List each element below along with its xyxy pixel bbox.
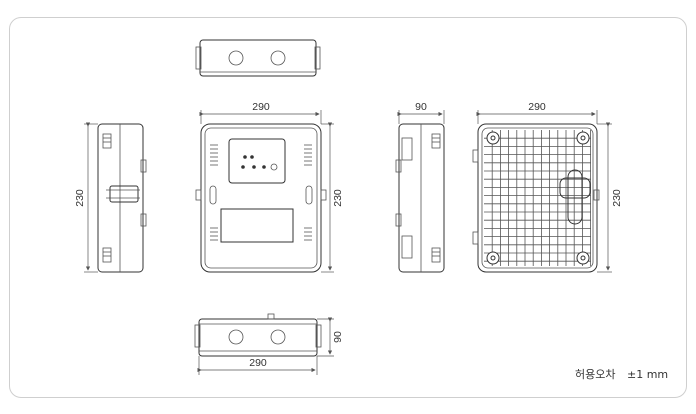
top-view xyxy=(195,39,321,77)
left-height-label: 230 xyxy=(74,189,86,207)
side-depth-label: 90 xyxy=(415,101,427,113)
tolerance-value: ±1 mm xyxy=(626,368,669,381)
tolerance-note: 허용오차 ±1 mm xyxy=(575,366,668,382)
back-view: 290 230 xyxy=(472,101,623,273)
bottom-depth-label: 90 xyxy=(332,331,344,343)
back-width-label: 290 xyxy=(528,101,546,113)
bottom-view: 90 290 xyxy=(194,313,344,375)
tolerance-label: 허용오차 xyxy=(575,368,616,381)
back-height-label: 230 xyxy=(611,189,623,207)
front-height-label: 230 xyxy=(332,189,344,207)
right-side-view: 90 xyxy=(395,101,445,273)
bottom-width-label: 290 xyxy=(249,357,267,369)
left-side-view: 230 xyxy=(74,122,147,273)
front-view: 290 230 xyxy=(195,101,344,273)
front-width-label: 290 xyxy=(252,101,270,113)
